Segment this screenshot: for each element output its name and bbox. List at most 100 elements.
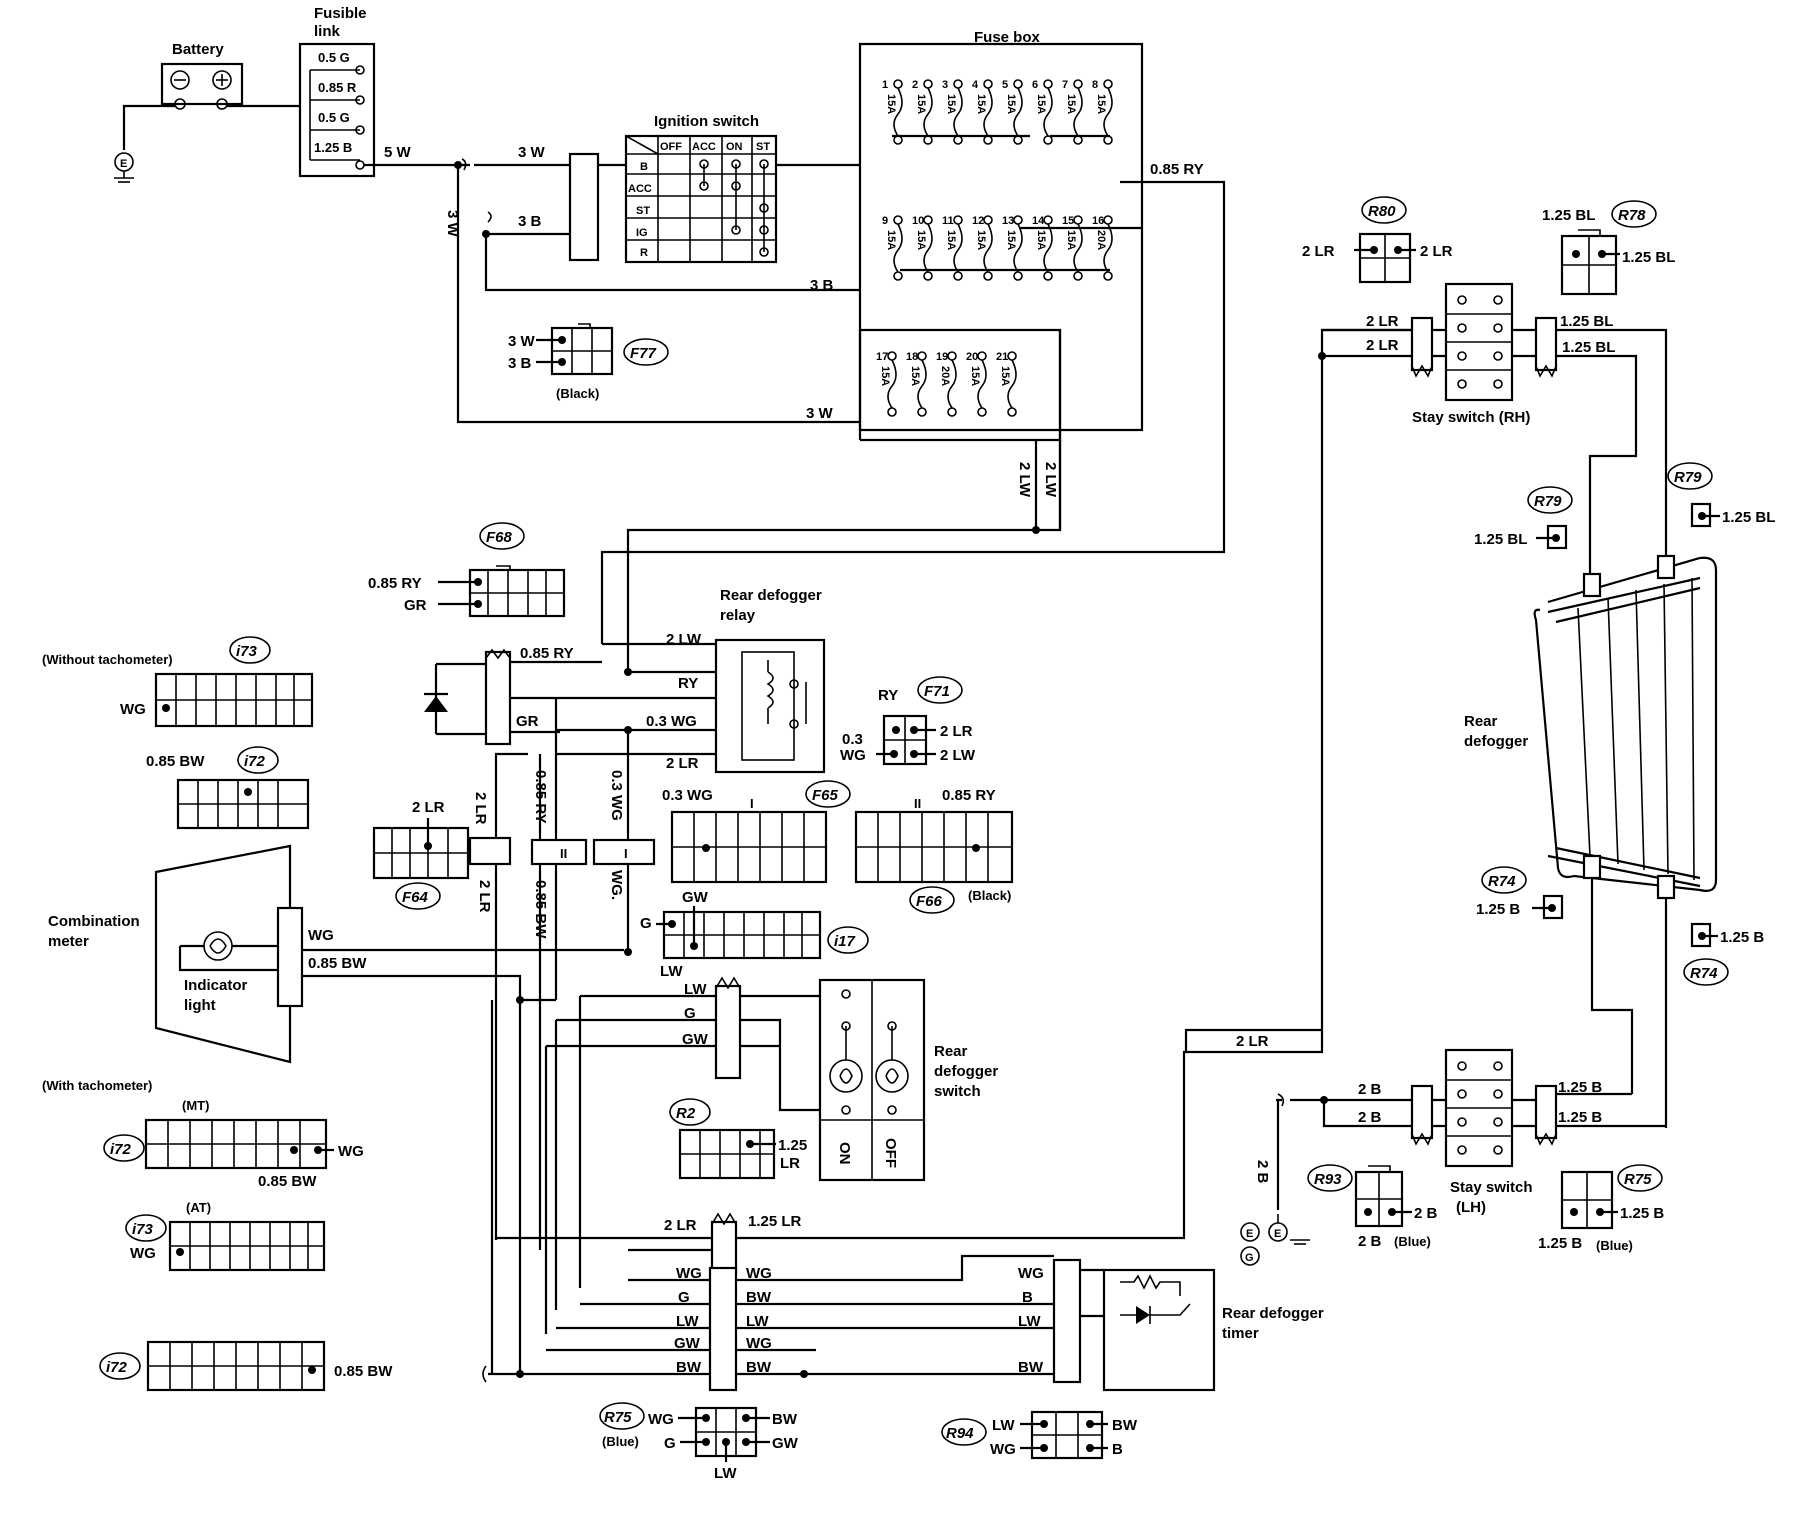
stay-switch-rh-label: Stay switch (RH)	[1412, 409, 1530, 426]
wire-label: 0.85 RY	[1150, 161, 1204, 178]
fusible-link: Fusible link 0.5 G 0.85 R 0.5 G 1.25 B	[298, 5, 376, 178]
connector-color: (Black)	[556, 386, 599, 401]
wire-label: LW	[746, 1313, 769, 1330]
fuse-box: Fuse box 115A215A315A415A515A615A715A815…	[858, 29, 1142, 530]
rear-defogger-label-1: Rear	[1464, 713, 1498, 730]
rear-defogger-switch: ON OFF Rear defogger switch	[818, 978, 998, 1182]
wire-label: G	[640, 915, 652, 932]
switch-label-3: switch	[934, 1083, 981, 1100]
fuse-number: 8	[1092, 79, 1098, 91]
wire-label: 3 W	[444, 210, 461, 238]
wire-label: 1.25 B	[1476, 901, 1520, 918]
ignition-col: OFF	[660, 141, 682, 153]
connector-f66: II 0.85 RY F66 (Black)	[854, 787, 1014, 914]
wire-label: 0.85 BW	[308, 955, 367, 972]
connector-r74: R74 1.25 B 1.25 B R74	[1476, 866, 1764, 986]
connector-tag: i73	[132, 1221, 154, 1238]
connector-color: (Blue)	[602, 1434, 639, 1449]
connector-tag: R79	[1674, 469, 1702, 486]
combination-meter-label-1: Combination	[48, 913, 140, 930]
relay-label-1: Rear defogger	[720, 587, 822, 604]
ignition-row: B	[640, 161, 648, 173]
ground-label: G	[1245, 1252, 1254, 1264]
combination-meter: Combination meter Indicator light	[48, 844, 304, 1064]
connector-tag: i17	[834, 933, 856, 950]
fuse-number: 14	[1032, 215, 1045, 227]
wire-label: 1.25 BL	[1622, 249, 1675, 266]
fuse-amp: 15A	[945, 230, 957, 250]
wire-label: 1.25 B	[1538, 1235, 1582, 1252]
wire-label: GR	[404, 597, 427, 614]
wire-label: 2 LR	[1366, 313, 1399, 330]
fusible-link-label-2: link	[314, 23, 340, 40]
wire-label: 0.3	[842, 731, 863, 748]
fuse-amp: 15A	[1035, 94, 1047, 114]
wire-label: 2 LR	[664, 1217, 697, 1234]
wire-label: 1.25 B	[1558, 1079, 1602, 1096]
wire-label: WG	[120, 701, 146, 718]
wire-label: WG	[338, 1143, 364, 1160]
stay-switch-lh: Stay switch (LH)	[1444, 1048, 1533, 1216]
wire-label: 2 LW	[940, 747, 976, 764]
fuse-number: 2	[912, 79, 918, 91]
switch-label-1: Rear	[934, 1043, 968, 1060]
section-label: (Without tachometer)	[42, 652, 173, 667]
fusible-link-value: 0.5 G	[318, 50, 350, 65]
fuse-amp: 15A	[1095, 94, 1107, 114]
connector-f64: 2 LR F64	[372, 799, 470, 910]
wire-label: LR	[780, 1155, 800, 1172]
wire-label: 2 LR	[1236, 1033, 1269, 1050]
wire-label: BW	[746, 1289, 772, 1306]
ignition-col: ST	[756, 141, 770, 153]
connector-tag: R74	[1488, 873, 1516, 890]
wire-label: 2 B	[1358, 1233, 1382, 1250]
wire-label: 0.3 WG	[646, 713, 697, 730]
fuse-number: 15	[1062, 215, 1074, 227]
connector-tag: R75	[604, 1409, 632, 1426]
fuse-number: 6	[1032, 79, 1038, 91]
wire-label: LW	[660, 963, 683, 980]
fuse-box-label: Fuse box	[974, 29, 1041, 46]
wire-label: 1.25 BL	[1474, 531, 1527, 548]
wire-label: GW	[772, 1435, 799, 1452]
connector-i72-bottom: 0.85 BW	[146, 1340, 393, 1392]
section-label: (MT)	[182, 1098, 209, 1113]
wire-label: 0.3 WG	[608, 770, 625, 821]
connector-tag: F65	[812, 787, 839, 804]
wire-label: 1.25 LR	[748, 1213, 802, 1230]
wire-label: BW	[772, 1411, 798, 1428]
wire-label: WG	[746, 1265, 772, 1282]
relay-label-2: relay	[720, 607, 756, 624]
wire-label: 3 W	[518, 144, 546, 161]
wire-label: 2 LR	[666, 755, 699, 772]
timer-label-2: timer	[1222, 1325, 1259, 1342]
fuse-number: 17	[876, 351, 888, 363]
ignition-col: ACC	[692, 141, 716, 153]
ground-symbol: E	[114, 152, 134, 183]
rear-defogger: Rear defogger	[1464, 554, 1718, 900]
wire-label: G	[684, 1005, 696, 1022]
wire-label: 2 B	[1254, 1160, 1271, 1184]
fuse-amp: 15A	[975, 230, 987, 250]
connector-tag: F64	[402, 889, 429, 906]
connector-f68: F68 0.85 RY GR	[368, 522, 566, 618]
ignition-row: R	[640, 247, 648, 259]
combination-meter-label-2: meter	[48, 933, 89, 950]
rear-defogger-timer: Rear defogger timer	[1052, 1258, 1324, 1392]
wire-label: GW	[682, 889, 709, 906]
connector-tag: i72	[244, 753, 266, 770]
wire-label: LW	[684, 981, 707, 998]
wire-label: WG	[1018, 1265, 1044, 1282]
wire-label: 1.25 BL	[1562, 339, 1615, 356]
wire-label: 1.25 B	[1558, 1109, 1602, 1126]
fuse-number: 11	[942, 215, 954, 227]
wire-label: 2 LR	[1420, 243, 1453, 260]
wire-label: 3 W	[508, 333, 536, 350]
connector-f77: 3 W 3 B F77 (Black)	[508, 323, 669, 401]
fuse-amp: 15A	[1005, 230, 1017, 250]
wire-label: 1.25 B	[1620, 1205, 1664, 1222]
fuse-number: 9	[882, 215, 888, 227]
